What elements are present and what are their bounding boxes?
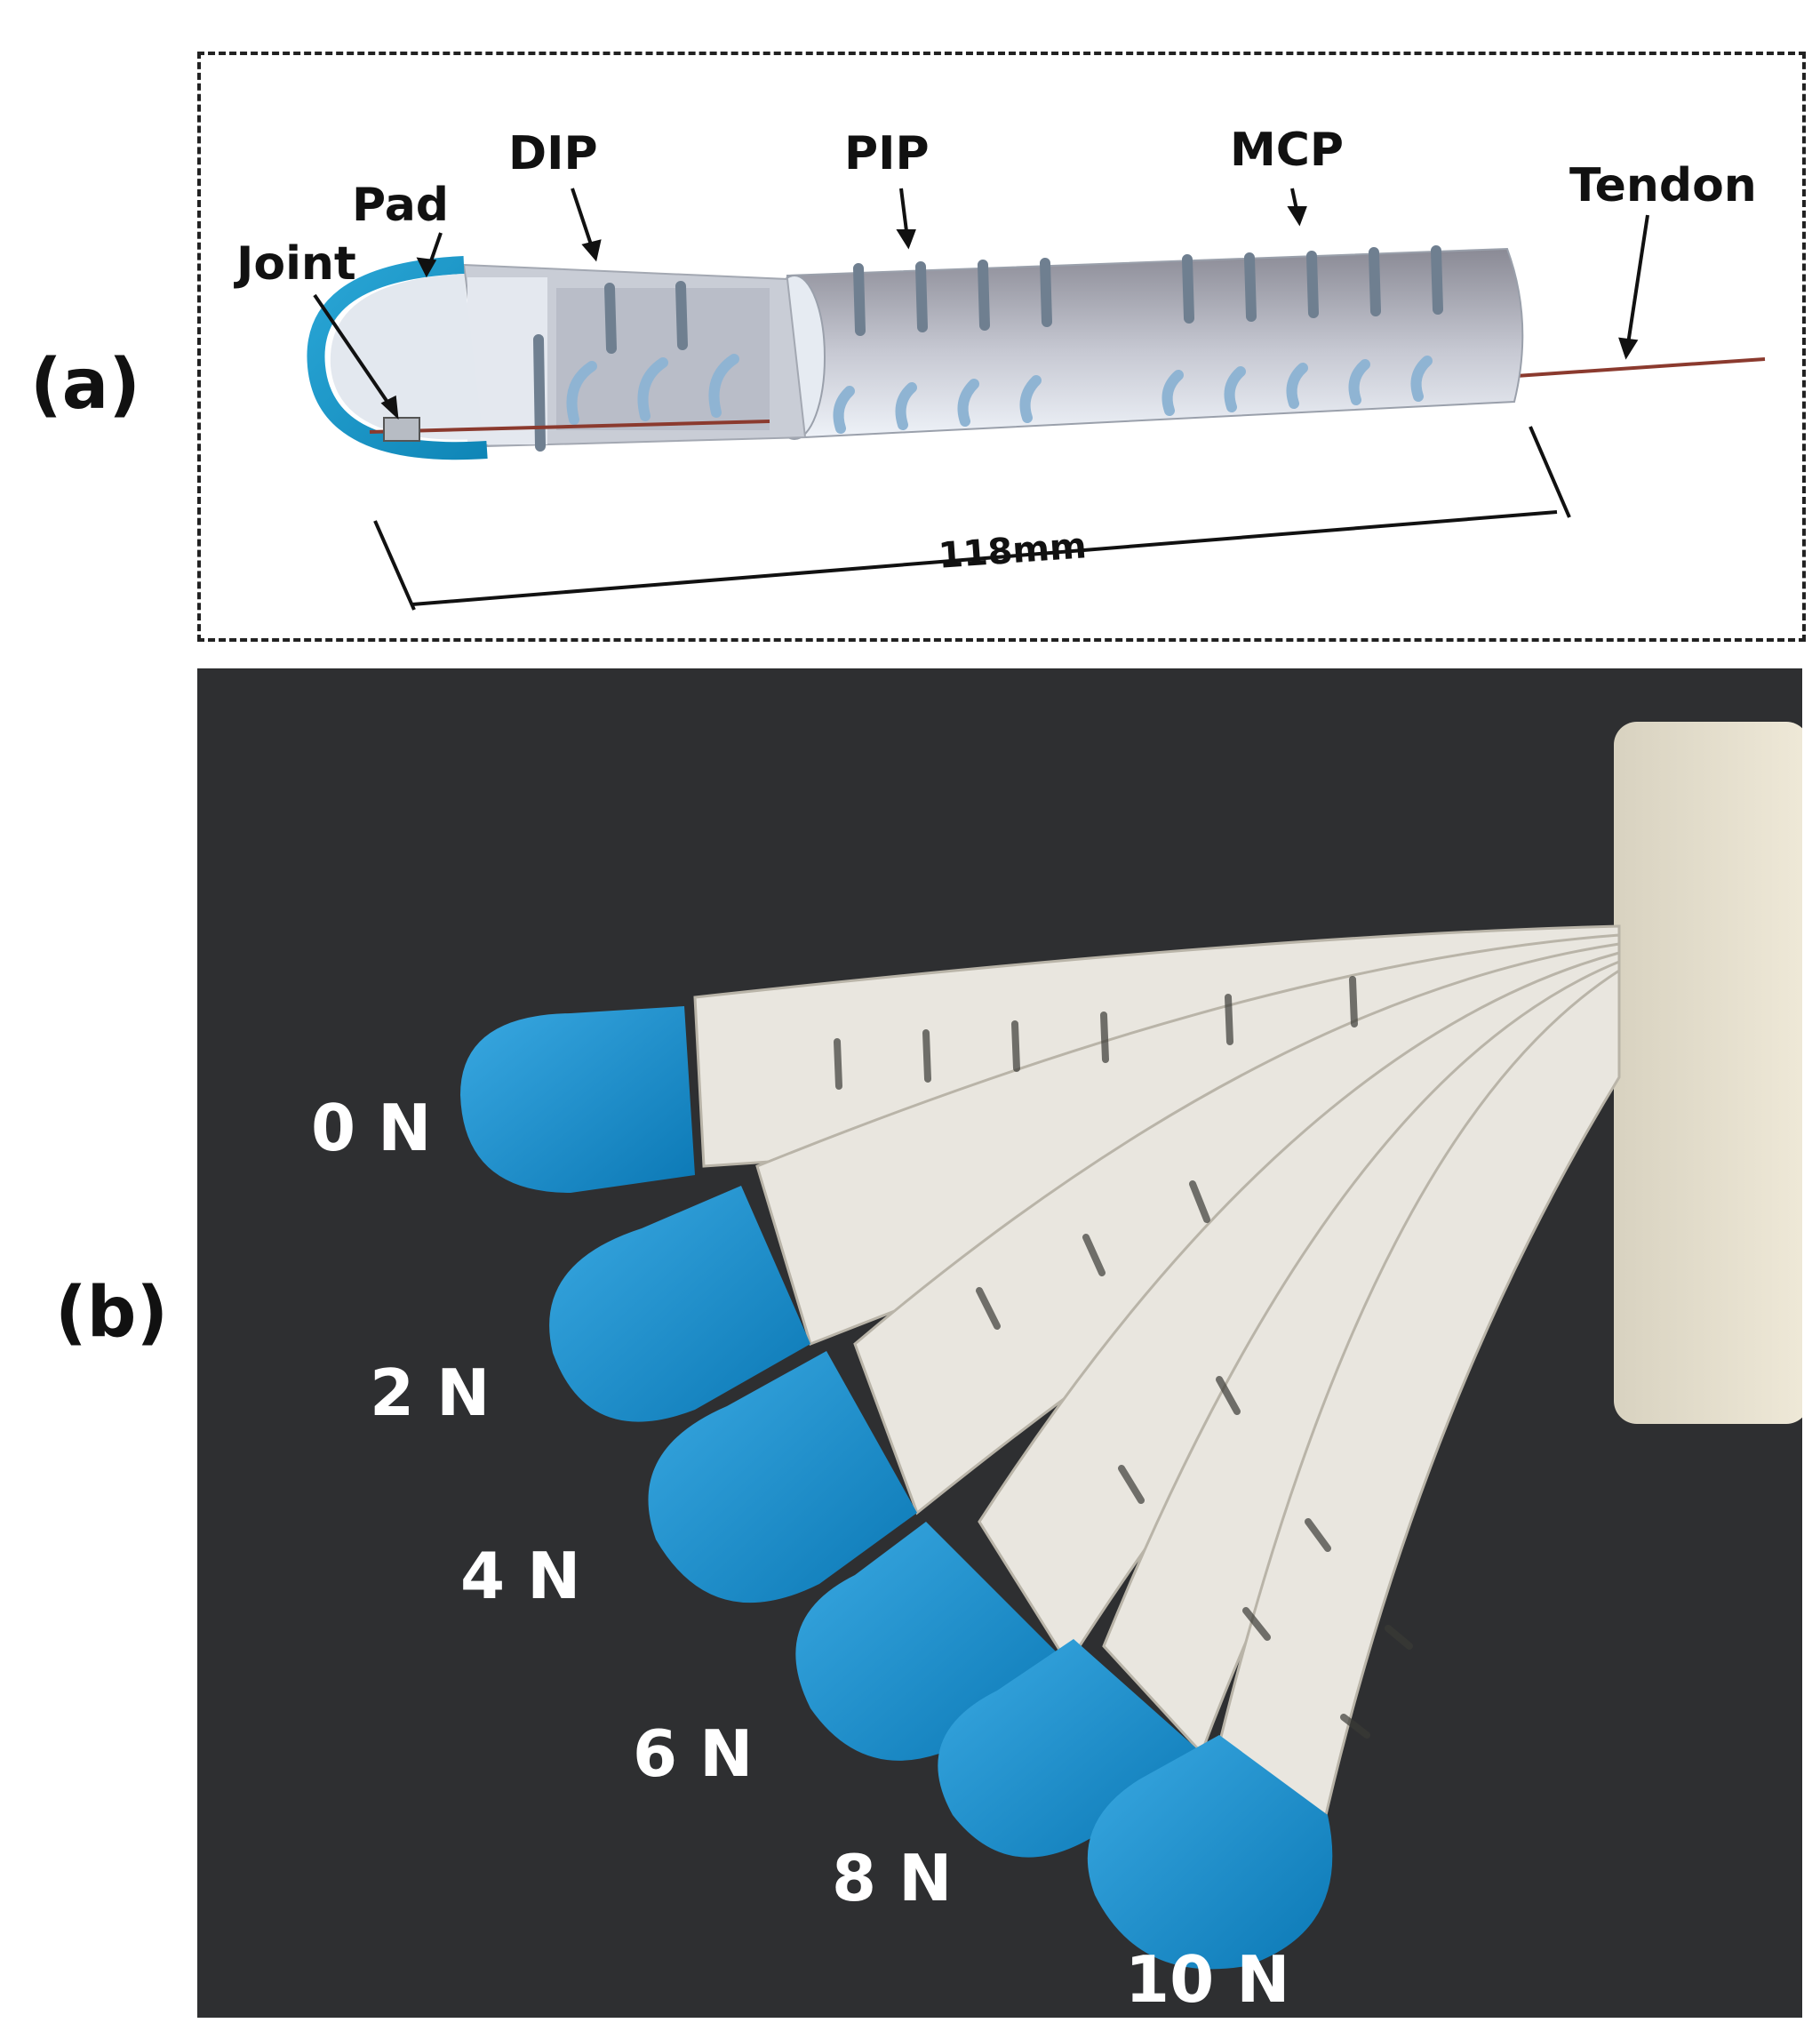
label-mcp: MCP xyxy=(1230,124,1344,177)
leader-arrows xyxy=(313,188,1649,420)
dimension-label: 118mm xyxy=(937,525,1088,577)
cap-2n xyxy=(549,1186,810,1422)
label-joint: Joint xyxy=(234,237,356,291)
bending-finger-photo: 0 N 2 N 4 N 6 N 8 N 10 N xyxy=(311,722,1802,2017)
panel-a-diagram: Joint Pad DIP PIP MCP Tendon 118mm xyxy=(197,52,1806,642)
panel-b-letter: (b) xyxy=(55,1273,169,1353)
force-label-2n: 2 N xyxy=(370,1355,490,1430)
finger-bodies xyxy=(693,924,1621,1818)
tendon-wire xyxy=(1515,357,1766,378)
force-label-6n: 6 N xyxy=(633,1716,753,1791)
cap-4n xyxy=(648,1351,917,1603)
label-pad: Pad xyxy=(352,179,449,232)
mount-block xyxy=(1614,722,1802,1424)
cap-10n xyxy=(1087,1735,1333,1970)
force-label-0n: 0 N xyxy=(311,1091,431,1165)
panel-a-letter: (a) xyxy=(30,345,140,425)
flexure-slots xyxy=(853,245,1443,336)
force-label-4n: 4 N xyxy=(460,1539,580,1613)
joint-block xyxy=(383,417,420,442)
fingertip-caps xyxy=(460,1006,1333,1970)
force-label-10n: 10 N xyxy=(1125,1942,1290,2017)
panel-b-photo: 0 N 2 N 4 N 6 N 8 N 10 N xyxy=(197,668,1802,2018)
label-pip: PIP xyxy=(844,127,930,180)
dimension-line xyxy=(373,426,1571,611)
finger-cad-drawing: Joint Pad DIP PIP MCP Tendon 118mm xyxy=(234,124,1766,611)
fingertip-pad xyxy=(307,256,488,460)
cap-0n xyxy=(460,1006,695,1193)
label-tendon: Tendon xyxy=(1569,159,1757,212)
label-dip: DIP xyxy=(508,127,598,180)
force-label-8n: 8 N xyxy=(832,1841,952,1915)
